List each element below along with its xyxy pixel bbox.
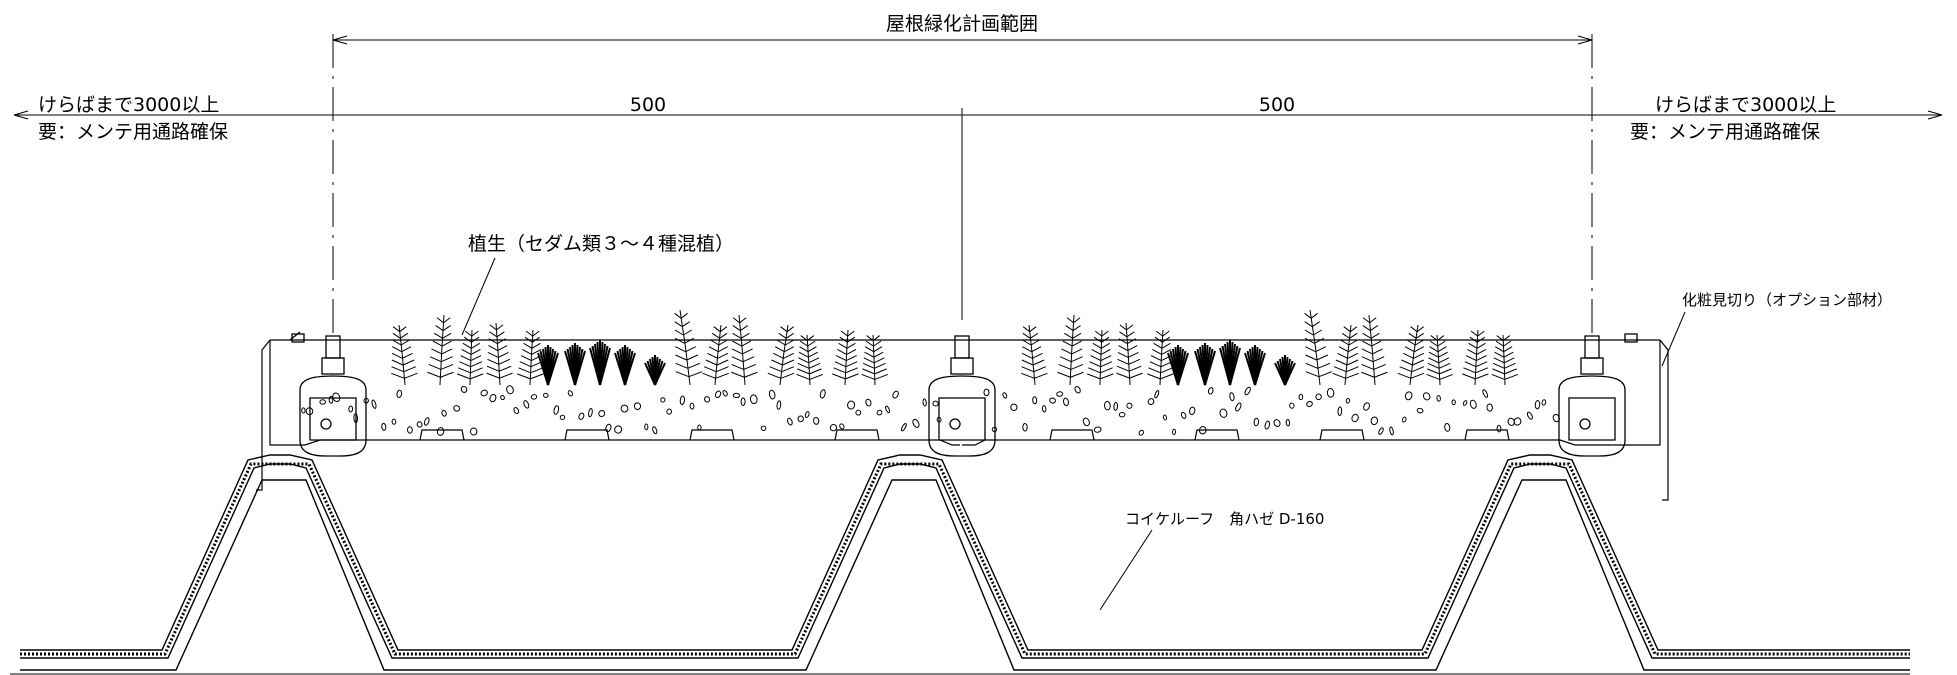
roof-panel [20,454,1910,671]
greening-range-title: 屋根緑化計画範囲 [886,13,1038,35]
growing-medium-gravel [301,385,1560,436]
left-margin-line1: けらばまで3000以上 [38,94,219,116]
vegetation-label: 植生（セダム類３～４種混植） [468,233,734,255]
trim-label: 化粧見切り（オプション部材） [1682,291,1892,309]
right-margin-line2: 要：メンテ用通路確保 [1630,121,1820,143]
greening-range-dimension: 屋根緑化計画範囲 [332,13,1593,45]
seam-clamp-right [1558,333,1638,457]
trim-callout: 化粧見切り（オプション部材） [1661,291,1892,367]
seam-clamp-left [289,331,367,457]
edge-trim-right [1659,339,1669,501]
right-margin-note: けらばまで3000以上 要：メンテ用通路確保 [1630,94,1836,143]
extension-lines [332,34,1593,340]
planting-tray-right [962,339,1661,446]
left-margin-note: けらばまで3000以上 要：メンテ用通路確保 [38,94,228,143]
right-margin-line1: けらばまで3000以上 [1655,94,1836,116]
dimension-right-500: 500 [1259,94,1295,116]
dimension-left-500: 500 [630,94,666,116]
roof-label: コイケルーフ 角ハゼ D-160 [1125,510,1324,528]
roof-callout: コイケルーフ 角ハゼ D-160 [1099,510,1324,611]
edge-trim-left [256,339,271,491]
left-margin-line2: 要：メンテ用通路確保 [38,121,228,143]
spacing-dimension: 500 500 [13,94,1943,120]
seam-clamp-center [928,335,996,457]
vegetation-callout: 植生（セダム類３～４種混植） [461,233,734,336]
sedum-plants [391,309,1519,386]
